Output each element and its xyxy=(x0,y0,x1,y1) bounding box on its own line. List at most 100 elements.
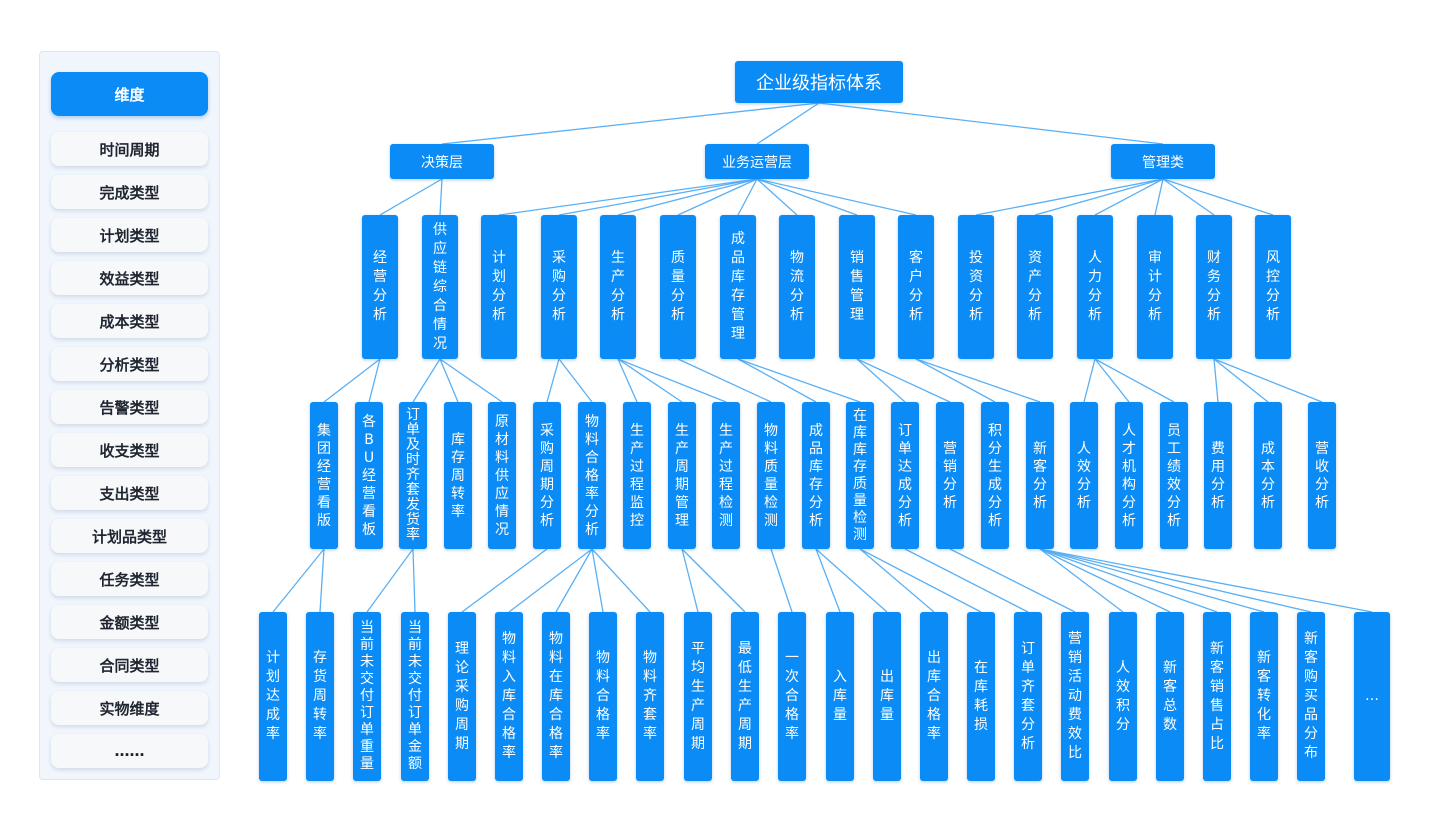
level4-node[interactable]: … xyxy=(1354,612,1390,781)
tree-connector xyxy=(756,178,917,216)
level4-node[interactable]: 出库合格率 xyxy=(920,612,948,781)
dimension-item[interactable]: 支出类型 xyxy=(51,476,208,510)
level3-node[interactable]: 成本分析 xyxy=(1254,402,1282,549)
level3-node[interactable]: 物料合格率分析 xyxy=(578,402,606,549)
level4-node[interactable]: 理论采购周期 xyxy=(448,612,476,781)
tree-connector xyxy=(677,178,758,216)
level2-node[interactable]: 审计分析 xyxy=(1137,215,1173,359)
dimension-item[interactable]: 成本类型 xyxy=(51,304,208,338)
level2-node[interactable]: 风控分析 xyxy=(1255,215,1291,359)
dimension-item[interactable]: 收支类型 xyxy=(51,433,208,467)
level3-node[interactable]: 在库库存质量检测 xyxy=(846,402,874,549)
level2-node[interactable]: 物流分析 xyxy=(779,215,815,359)
level3-node[interactable]: 生产过程监控 xyxy=(623,402,651,549)
level4-node[interactable]: 新客转化率 xyxy=(1250,612,1278,781)
tree-connector xyxy=(368,358,381,403)
level3-node[interactable]: 原材料供应情况 xyxy=(488,402,516,549)
level2-node[interactable]: 质量分析 xyxy=(660,215,696,359)
tree-connector xyxy=(677,358,772,403)
level4-node[interactable]: 在库耗损 xyxy=(967,612,995,781)
level3-node[interactable]: 人效分析 xyxy=(1070,402,1098,549)
tree-connector xyxy=(546,358,560,403)
level4-node[interactable]: 存货周转率 xyxy=(306,612,334,781)
level4-node[interactable]: 人效积分 xyxy=(1109,612,1137,781)
dimension-header[interactable]: 维度 xyxy=(51,72,208,116)
tree-connector xyxy=(949,548,1076,613)
tree-connector xyxy=(756,102,820,145)
tree-connector xyxy=(1039,548,1312,613)
level3-node[interactable]: 员工绩效分析 xyxy=(1160,402,1188,549)
level3-node[interactable]: 新客分析 xyxy=(1026,402,1054,549)
level2-node[interactable]: 采购分析 xyxy=(541,215,577,359)
root-node[interactable]: 企业级指标体系 xyxy=(735,61,903,103)
level4-node[interactable]: 新客总数 xyxy=(1156,612,1184,781)
tree-connector xyxy=(617,358,727,403)
level4-node[interactable]: 新客购买品分布 xyxy=(1297,612,1325,781)
level4-node[interactable]: 订单齐套分析 xyxy=(1014,612,1042,781)
level4-node[interactable]: 物料合格率 xyxy=(589,612,617,781)
dimension-item[interactable]: 计划类型 xyxy=(51,218,208,252)
level4-node[interactable]: 一次合格率 xyxy=(778,612,806,781)
level3-node[interactable]: 人才机构分析 xyxy=(1115,402,1143,549)
dimension-item[interactable]: 完成类型 xyxy=(51,175,208,209)
level2-node[interactable]: 生产分析 xyxy=(600,215,636,359)
level2-node[interactable]: 资产分析 xyxy=(1017,215,1053,359)
level4-node[interactable]: 计划达成率 xyxy=(259,612,287,781)
level3-node[interactable]: 费用分析 xyxy=(1204,402,1232,549)
level3-node[interactable]: 集团经营看版 xyxy=(310,402,338,549)
dimension-item[interactable]: 合同类型 xyxy=(51,648,208,682)
level4-node[interactable]: 物料齐套率 xyxy=(636,612,664,781)
level3-node[interactable]: 生产周期管理 xyxy=(668,402,696,549)
level3-node[interactable]: 订单及时齐套发货率 xyxy=(399,402,427,549)
tree-connector xyxy=(1213,358,1219,403)
level3-node[interactable]: 采购周期分析 xyxy=(533,402,561,549)
tree-connector xyxy=(555,548,593,613)
tree-connector xyxy=(591,548,651,613)
level3-node[interactable]: 订单达成分析 xyxy=(891,402,919,549)
level4-node[interactable]: 物料在库合格率 xyxy=(542,612,570,781)
dimension-item[interactable]: 金额类型 xyxy=(51,605,208,639)
level3-node[interactable]: 物料质量检测 xyxy=(757,402,785,549)
tree-connector xyxy=(1162,178,1274,216)
level4-node[interactable]: 入库量 xyxy=(826,612,854,781)
level3-node[interactable]: 生产过程检测 xyxy=(712,402,740,549)
dimension-item[interactable]: …… xyxy=(51,734,208,768)
dimension-item[interactable]: 效益类型 xyxy=(51,261,208,295)
level2-node[interactable]: 财务分析 xyxy=(1196,215,1232,359)
level3-node[interactable]: 营销分析 xyxy=(936,402,964,549)
level3-node[interactable]: 成品库存分析 xyxy=(802,402,830,549)
tree-connector xyxy=(737,358,817,403)
level4-node[interactable]: 出库量 xyxy=(873,612,901,781)
level3-node[interactable]: 积分生成分析 xyxy=(981,402,1009,549)
level2-node[interactable]: 人力分析 xyxy=(1077,215,1113,359)
level2-node[interactable]: 投资分析 xyxy=(958,215,994,359)
dimension-item[interactable]: 任务类型 xyxy=(51,562,208,596)
level1-node[interactable]: 管理类 xyxy=(1111,144,1215,179)
tree-connector xyxy=(1154,178,1164,216)
level4-node[interactable]: 新客销售占比 xyxy=(1203,612,1231,781)
level4-node[interactable]: 当前未交付订单重量 xyxy=(353,612,381,781)
dimension-item[interactable]: 实物维度 xyxy=(51,691,208,725)
level2-node[interactable]: 经营分析 xyxy=(362,215,398,359)
level4-node[interactable]: 营销活动费效比 xyxy=(1061,612,1089,781)
level2-node[interactable]: 成品库存管理 xyxy=(720,215,756,359)
dimension-item[interactable]: 计划品类型 xyxy=(51,519,208,553)
dimension-item[interactable]: 时间周期 xyxy=(51,132,208,166)
level1-node[interactable]: 业务运营层 xyxy=(705,144,809,179)
level2-node[interactable]: 供应链综合情况 xyxy=(422,215,458,359)
tree-connector xyxy=(591,548,604,613)
level3-node[interactable]: 营收分析 xyxy=(1308,402,1336,549)
level4-node[interactable]: 物料入库合格率 xyxy=(495,612,523,781)
tree-connector xyxy=(904,548,1029,613)
dimension-item[interactable]: 分析类型 xyxy=(51,347,208,381)
level4-node[interactable]: 平均生产周期 xyxy=(684,612,712,781)
level2-node[interactable]: 销售管理 xyxy=(839,215,875,359)
level2-node[interactable]: 客户分析 xyxy=(898,215,934,359)
level3-node[interactable]: 库存周转率 xyxy=(444,402,472,549)
level2-node[interactable]: 计划分析 xyxy=(481,215,517,359)
level4-node[interactable]: 最低生产周期 xyxy=(731,612,759,781)
level4-node[interactable]: 当前未交付订单金额 xyxy=(401,612,429,781)
dimension-item[interactable]: 告警类型 xyxy=(51,390,208,424)
level1-node[interactable]: 决策层 xyxy=(390,144,494,179)
